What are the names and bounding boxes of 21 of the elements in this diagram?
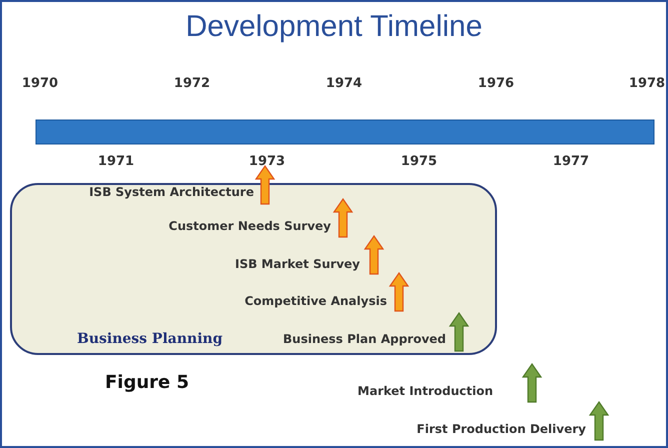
year-label: 1971 (98, 154, 134, 169)
year-label: 1973 (248, 154, 286, 169)
milestone-label: ISB System Architecture (89, 185, 254, 199)
milestone-label: ISB Market Survey (235, 257, 360, 271)
year-label: 1970 (22, 76, 58, 91)
milestone-label: Business Plan Approved (283, 332, 446, 346)
milestone-label: First Production Delivery (416, 422, 586, 436)
timeline-bar (36, 120, 654, 144)
milestone-label: Customer Needs Survey (168, 219, 331, 233)
year-label: 1978 (628, 76, 666, 91)
year-label: 1976 (478, 76, 514, 91)
year-label: 1977 (552, 154, 590, 169)
year-label: 1975 (400, 154, 438, 169)
milestone-label: Competitive Analysis (244, 294, 387, 308)
year-label: 1972 (174, 76, 210, 91)
group-title: Business Planning (77, 331, 222, 347)
year-label: 1974 (326, 76, 362, 91)
milestone-label: Market Introduction (358, 384, 493, 398)
title: Development Timeline (184, 10, 484, 44)
figure-caption: Figure 5 (105, 372, 190, 393)
group-panel (10, 183, 497, 355)
